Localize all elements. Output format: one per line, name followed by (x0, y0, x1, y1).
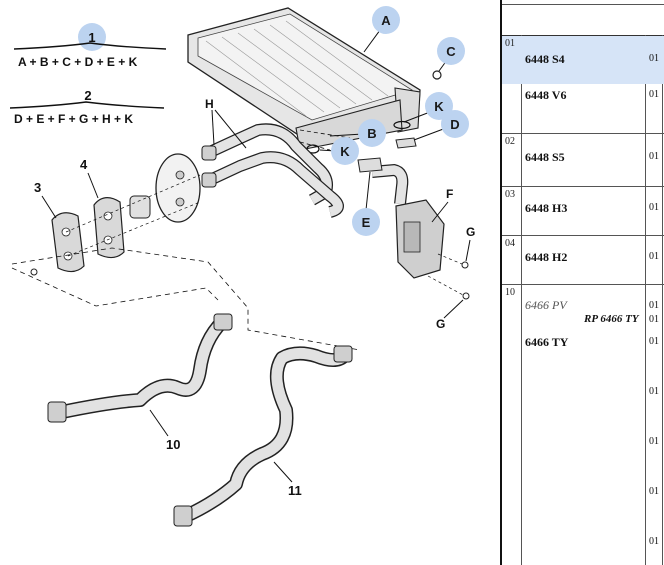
callout-a-label: A (381, 13, 391, 28)
part-reference[interactable]: 6466 PV (525, 298, 567, 312)
formula-2: 2 D + E + F + G + H + K (9, 88, 165, 126)
formula-2-number: 2 (84, 88, 91, 103)
formula-1: 1 A + B + C + D + E + K (13, 23, 167, 69)
group-number: 02 (505, 136, 515, 147)
grommet (129, 195, 151, 219)
callout-a (372, 6, 400, 34)
fastener-left (30, 268, 38, 276)
part-quantity: 01 (649, 151, 659, 162)
formula-1-brace (13, 42, 167, 50)
selected-row[interactable] (502, 36, 664, 84)
formula-1-text: A + B + C + D + E + K (18, 55, 138, 69)
table-group-04: 04 6448 H2 01 (502, 236, 664, 285)
screw-g-bottom (462, 292, 470, 300)
bulkhead-plate (155, 153, 201, 223)
part-quantity: 01 (649, 202, 659, 213)
callout-c-label: C (446, 44, 456, 59)
part-reference[interactable]: 6448 H2 (525, 250, 568, 264)
part-quantity: 01 (649, 486, 659, 497)
clip-d (395, 137, 417, 149)
table-group-02: 02 6448 S5 01 (502, 134, 664, 187)
group-number: 04 (505, 238, 515, 249)
label-g-bottom: G (436, 317, 445, 331)
parts-exploded-diagram: 1 A + B + C + D + E + K 2 D + E + F + G … (9, 6, 475, 527)
callout-k-left (331, 137, 359, 165)
formula-2-brace (9, 101, 165, 109)
o-ring-k-right (393, 120, 411, 130)
table-column-divider (662, 35, 663, 565)
part-quantity: 01 (649, 89, 659, 100)
part-quantity: 01 (649, 536, 659, 547)
part-quantity: 01 (649, 436, 659, 447)
group-number: 01 (505, 38, 515, 49)
part-reference[interactable]: 6448 H3 (525, 201, 568, 215)
part-quantity: 01 (649, 386, 659, 397)
part-quantity: 01 (649, 300, 659, 311)
part-reference[interactable]: 6448 S5 (525, 150, 565, 164)
hose-10 (47, 313, 233, 423)
heater-radiator (187, 7, 421, 151)
part-reference[interactable]: 6448 V6 (525, 88, 567, 102)
clip-e (357, 157, 383, 173)
callout-k-right-label: K (434, 99, 444, 114)
label-g-top: G (466, 225, 475, 239)
callout-e-label: E (362, 215, 371, 230)
callout-c (437, 37, 465, 65)
table-group-03: 03 6448 H3 01 (502, 187, 664, 236)
part-number-4: 4 (80, 157, 88, 172)
part-quantity: 01 (649, 336, 659, 347)
gasket-4 (93, 197, 125, 259)
formula-1-number: 1 (88, 30, 95, 45)
group-number: 03 (505, 189, 515, 200)
table-column-divider (645, 35, 646, 565)
callout-k-right (425, 92, 453, 120)
callout-d (441, 110, 469, 138)
callout-b (358, 119, 386, 147)
gasket-3 (51, 212, 85, 273)
table-header-rule (502, 4, 664, 5)
part-number-11: 11 (288, 483, 302, 498)
callout-d-label: D (450, 117, 459, 132)
part-reference[interactable]: 6466 TY (525, 335, 569, 349)
heater-pipes (201, 123, 409, 218)
label-f: F (446, 187, 453, 201)
table-group-01: 01 6448 S4 01 6448 V6 01 (502, 36, 664, 134)
part-quantity: 01 (649, 53, 659, 64)
callout-b-label: B (367, 126, 376, 141)
bracket-f (395, 199, 445, 279)
part-number-10: 10 (166, 437, 180, 452)
table-column-divider (521, 35, 522, 565)
install-outline (11, 247, 361, 351)
screw-c (432, 70, 442, 80)
table-group-10: 10 6466 PV 01 RP 6466 TY 01 6466 TY 01 0… (502, 285, 664, 564)
part-number-3: 3 (34, 180, 41, 195)
callout-e (352, 208, 380, 236)
replacement-reference[interactable]: RP 6466 TY (584, 313, 639, 325)
screw-g-top (461, 261, 469, 269)
group-number: 10 (505, 287, 515, 298)
label-h: H (205, 97, 214, 111)
table-header (502, 0, 664, 36)
part-quantity: 01 (649, 314, 659, 325)
part-quantity: 01 (649, 251, 659, 262)
formula-2-text: D + E + F + G + H + K (14, 112, 133, 126)
hose-11 (173, 345, 353, 527)
parts-reference-table: 01 6448 S4 01 6448 V6 01 02 6448 S5 01 0… (500, 0, 664, 565)
callout-k-left-label: K (340, 144, 350, 159)
part-reference[interactable]: 6448 S4 (525, 52, 565, 66)
